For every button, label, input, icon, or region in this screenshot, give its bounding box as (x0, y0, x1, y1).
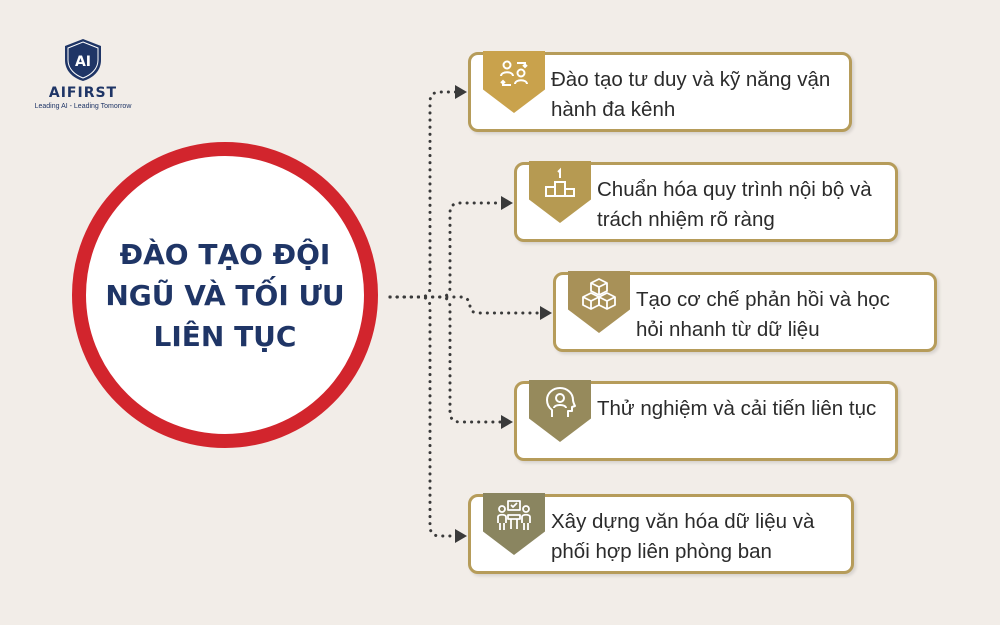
item-card-1: Đào tạo tư duy và kỹ năng vận hành đa kê… (468, 51, 852, 132)
podium-icon (545, 167, 575, 197)
cubes-icon (582, 278, 616, 310)
arrowhead-4 (501, 415, 513, 429)
logo: AI AIFIRST Leading AI - Leading Tomorrow (24, 38, 142, 110)
item-badge-2 (529, 161, 591, 223)
logo-mark-text: AI (75, 54, 91, 70)
item-text-3: Tạo cơ chế phản hồi và học hỏi nhanh từ … (636, 288, 890, 341)
connector-3 (388, 295, 542, 315)
team-meeting-icon (497, 500, 531, 530)
item-badge-5 (483, 493, 545, 555)
item-badge-4 (529, 380, 591, 442)
arrowhead-3 (540, 306, 552, 320)
item-text-2: Chuẩn hóa quy trình nội bộ và trách nhiệ… (597, 178, 872, 231)
arrowhead-1 (455, 85, 467, 99)
item-card-4: Thử nghiệm và cải tiến liên tục (514, 380, 898, 461)
connector-2 (388, 201, 504, 299)
item-card-5: Xây dựng văn hóa dữ liệu và phối hợp liê… (468, 493, 854, 574)
connector-5 (388, 295, 458, 538)
connector-1 (388, 90, 458, 299)
head-idea-icon (546, 387, 576, 417)
item-text-4: Thử nghiệm và cải tiến liên tục (597, 397, 877, 420)
shield-logo-icon: AI (65, 39, 101, 81)
item-badge-1 (483, 51, 545, 113)
item-badge-3 (568, 271, 630, 333)
people-exchange-icon (500, 60, 528, 86)
item-text-5: Xây dựng văn hóa dữ liệu và phối hợp liê… (551, 510, 815, 563)
arrowhead-2 (501, 196, 513, 210)
item-card-2: Chuẩn hóa quy trình nội bộ và trách nhiệ… (514, 161, 898, 242)
item-card-3: Tạo cơ chế phản hồi và học hỏi nhanh từ … (553, 271, 937, 352)
connector-4 (388, 295, 504, 424)
item-text-1: Đào tạo tư duy và kỹ năng vận hành đa kê… (551, 68, 831, 121)
main-title: ĐÀO TẠO ĐỘI NGŨ VÀ TỐI ƯU LIÊN TỤC (105, 237, 345, 353)
logo-tagline: Leading AI - Leading Tomorrow (34, 103, 132, 110)
arrowhead-5 (455, 529, 467, 543)
main-topic-circle: ĐÀO TẠO ĐỘI NGŨ VÀ TỐI ƯU LIÊN TỤC (72, 142, 378, 448)
logo-name: AIFIRST (48, 85, 118, 101)
